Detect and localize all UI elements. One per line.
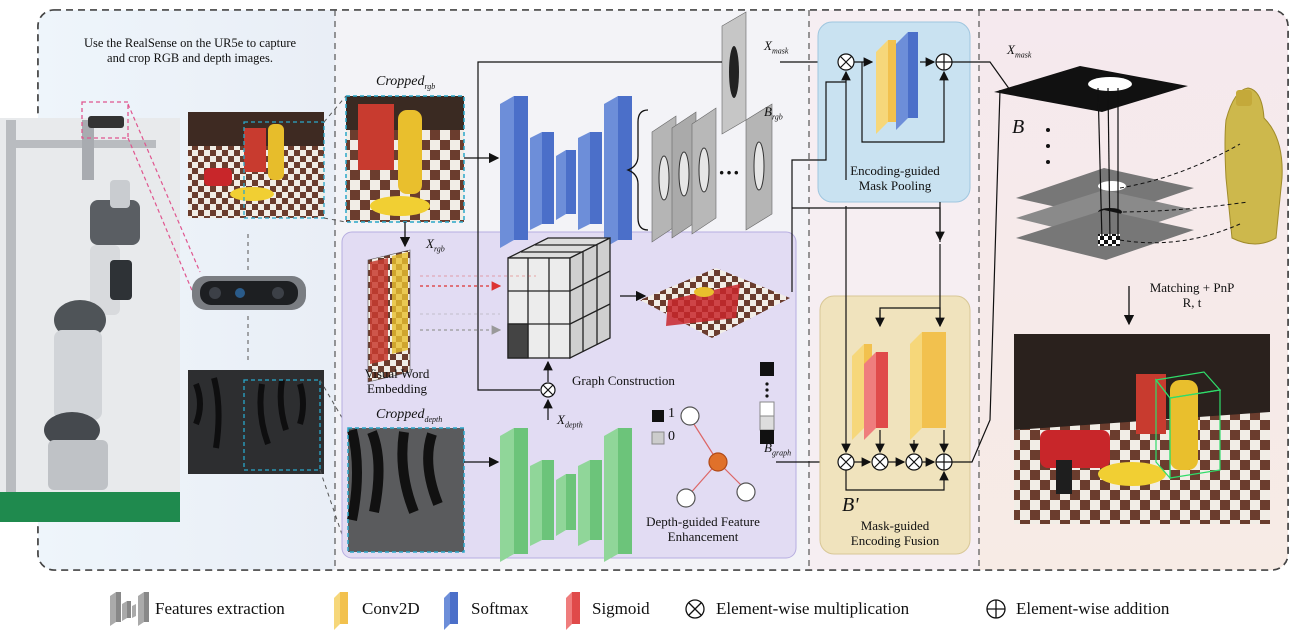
x-depth-label: Xdepth [557,412,583,430]
legend-sigmoid: Sigmoid [592,599,650,618]
features-extraction-icon [110,592,149,626]
camera-mount [88,116,124,128]
realsense-camera [192,276,306,310]
x-mask-feature-map [721,11,747,135]
graph-nodes [676,406,756,508]
cropped-rgb-image [345,95,465,223]
robot-arm-photo [0,118,180,522]
zero-label: 0 [668,429,675,444]
legend-addition: Element-wise addition [1016,599,1170,618]
b-prime-label: B' [842,494,859,516]
b-label: B [1012,116,1025,138]
legend-features-extraction: Features extraction [155,599,285,618]
depth-guided-label: Depth-guided Feature Enhancement [646,514,760,544]
mustard-bottle-pointcloud [1224,87,1283,245]
ellipsis-dots: ··· [718,160,741,185]
fusion-op-chain [837,89,1001,491]
x-mask-label: Xmask [764,38,789,56]
matching-pnp-label: Matching + PnP R, t [1149,280,1235,310]
x-rgb-label: Xrgb [426,236,445,254]
legend-conv2d: Conv2D [362,599,420,618]
legend-multiplication: Element-wise multiplication [716,599,910,618]
add-icon [986,599,1006,619]
cropped-rgb-label: Croppedrgb [376,74,436,91]
x-rgb-slices [367,249,411,383]
sigmoid-icon [566,592,580,630]
b-rgb-label: Brgb [764,104,783,122]
softmax-icon [444,592,458,630]
feature-maps-brgb [651,103,773,243]
mask-guided-label: Mask-guided Encoding Fusion [850,518,940,548]
visual-word-embedding-label: Visual Word Embedding [364,366,430,396]
legend-softmax: Softmax [471,599,529,618]
b-graph-stack [759,362,775,444]
grid-cube [507,236,611,360]
warped-graph-image [640,268,790,338]
b-graph-label: Bgraph [764,440,792,458]
pose-result-photo [1014,334,1270,524]
pool-conv-softmax [876,32,918,134]
camera-highlight [81,101,129,139]
one-swatch [652,410,664,422]
blue-encoder [500,96,632,248]
fusion-conv-sigmoid [852,344,888,440]
conv2d-icon [334,592,348,630]
one-label: 1 [668,406,675,421]
depth-image [188,370,324,474]
fusion-conv [910,332,946,440]
rgb-image [188,112,325,219]
x-mask-label-stage3: Xmask [1007,42,1032,60]
multiply-icon [685,599,705,619]
stage1-caption: Use the RealSense on the UR5e to capture… [83,36,297,65]
brace [626,109,649,231]
graph-construction-label: Graph Construction [572,373,675,388]
cropped-depth-label: Croppeddepth [376,407,443,424]
zero-swatch [651,431,665,445]
green-encoder [500,428,632,562]
cropped-depth-image [347,427,465,553]
mask-planes [994,66,1194,260]
encoding-guided-label: Encoding-guided Mask Pooling [850,163,940,193]
